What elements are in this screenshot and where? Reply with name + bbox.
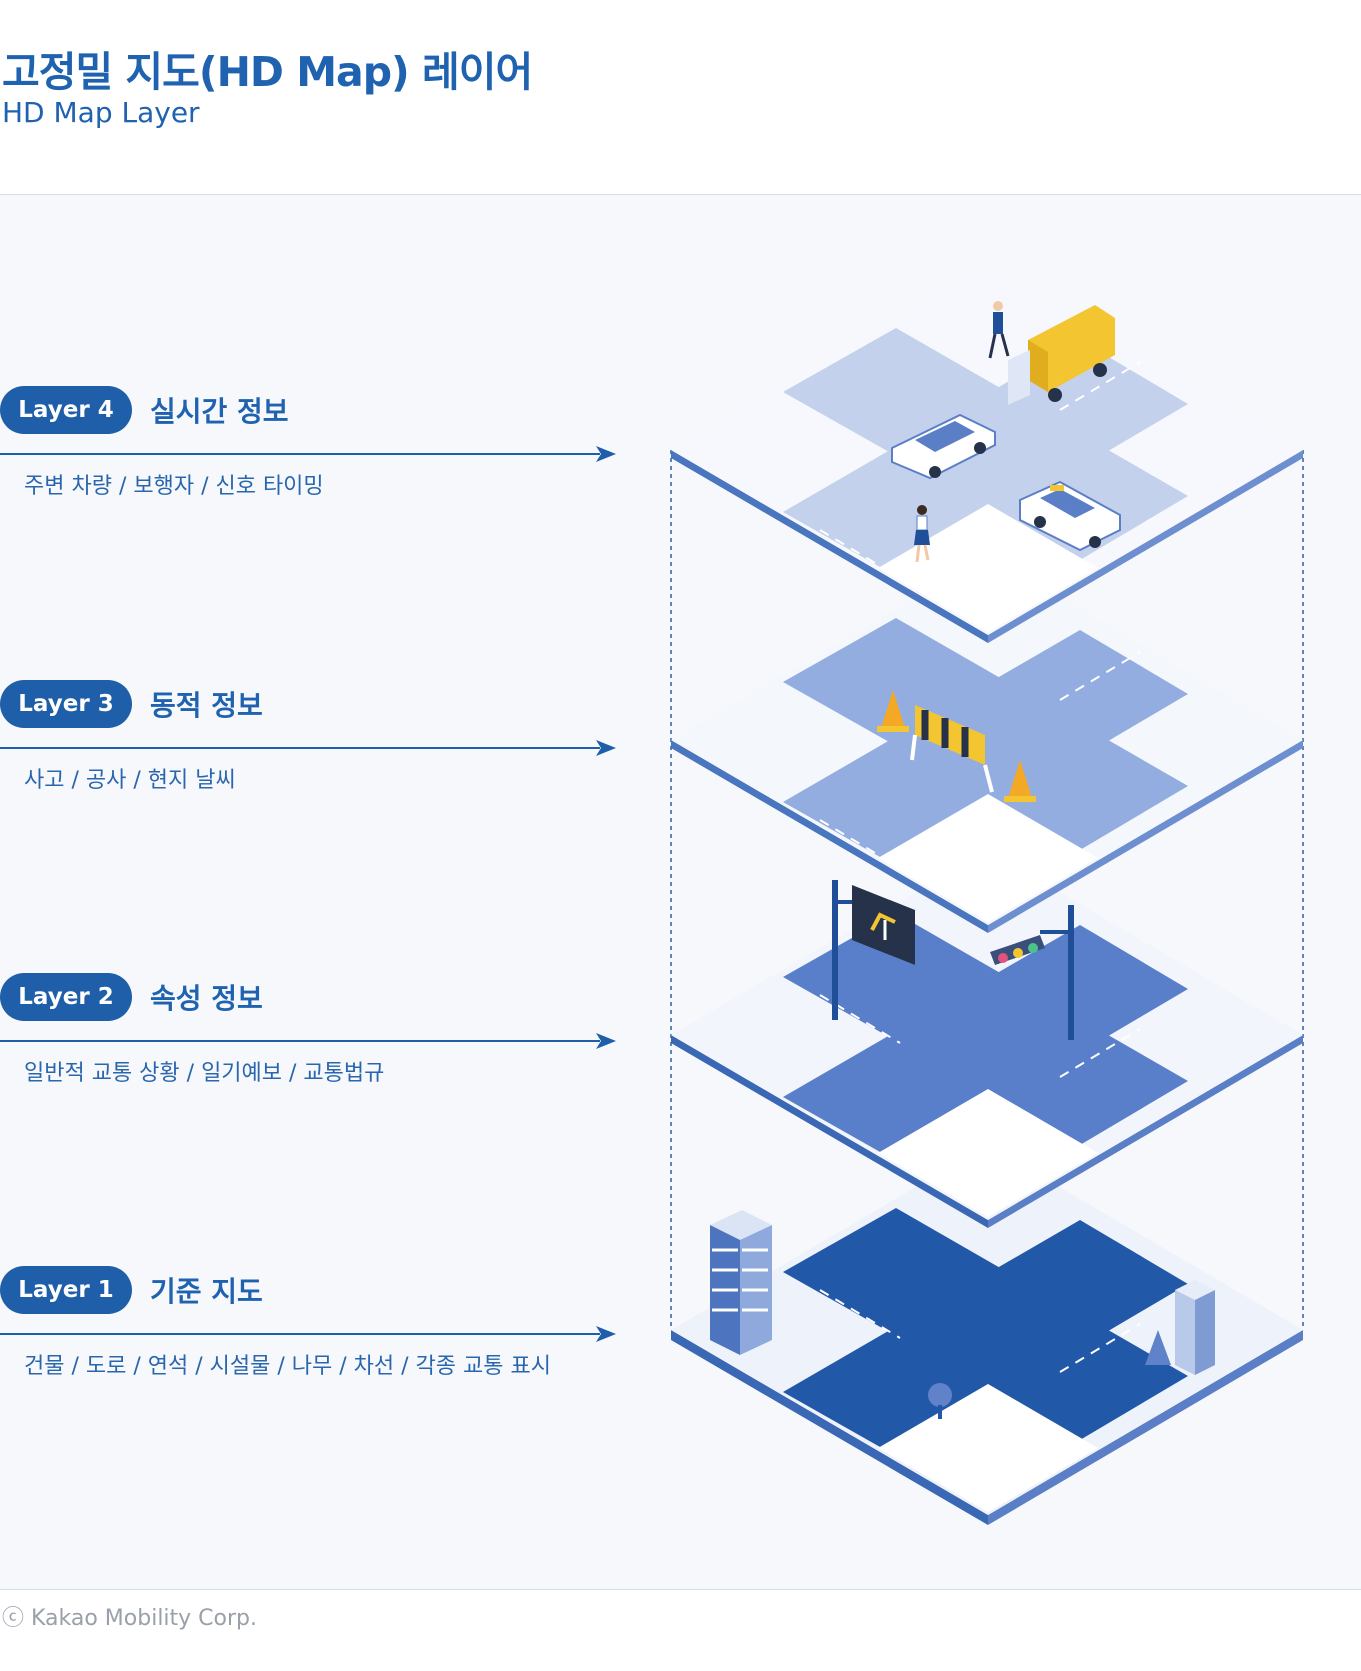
layer-stack-illustration [670,265,1304,1525]
building-icon [1175,1280,1215,1375]
layer-description: 사고 / 공사 / 현지 날씨 [24,768,236,793]
layer-1-plate [671,1145,1303,1525]
layer-badge: Layer 1 [0,1266,132,1314]
traffic-cone-icon [1004,760,1036,802]
layer-name: 기준 지도 [150,1275,263,1308]
arrow-right-icon [0,1326,616,1342]
road-ne-sw [783,925,1188,1161]
road-ne-sw [783,1220,1188,1456]
arrow-right-icon [0,740,616,756]
layer-description: 주변 차량 / 보행자 / 신호 타이밍 [24,474,324,499]
road-ne-sw [783,340,1188,576]
layer-label-4: Layer 4 실시간 정보 주변 차량 / 보행자 / 신호 타이밍 [0,386,640,506]
layer-4-plate [671,265,1303,643]
building-icon [710,1210,772,1355]
layer-3-plate [671,555,1303,933]
layer-name: 동적 정보 [150,689,263,722]
header: 고정밀 지도(HD Map) 레이어 HD Map Layer [0,0,1361,194]
road-ne-sw [783,630,1188,866]
layer-description: 건물 / 도로 / 연석 / 시설물 / 나무 / 차선 / 각종 교통 표시 [24,1354,551,1379]
arrow-right-icon [0,1033,616,1049]
tree-icon [1145,1330,1171,1377]
layer-label-1: Layer 1 기준 지도 건물 / 도로 / 연석 / 시설물 / 나무 / … [0,1266,640,1386]
layer-badge: Layer 2 [0,973,132,1021]
layer-description: 일반적 교통 상황 / 일기예보 / 교통법규 [24,1061,385,1086]
car-icon [891,413,996,480]
truck-icon [1008,305,1115,405]
traffic-light-icon [990,905,1074,1040]
layer-2-plate [671,850,1303,1228]
traffic-cone-icon [877,690,909,732]
layer-badge: Layer 4 [0,386,132,434]
barricade-icon [910,705,994,793]
layer-label-2: Layer 2 속성 정보 일반적 교통 상황 / 일기예보 / 교통법규 [0,973,640,1093]
pedestrian-icon [988,301,1010,359]
pedestrian-icon [914,505,930,563]
layer-name: 실시간 정보 [150,395,289,428]
tree-icon [928,1383,952,1419]
copyright: ⓒ Kakao Mobility Corp. [2,1606,258,1631]
page-title: 고정밀 지도(HD Map) 레이어 [2,48,533,96]
arrow-right-icon [0,446,616,462]
page-subtitle: HD Map Layer [2,96,200,129]
taxi-icon [1019,480,1121,552]
layer-name: 속성 정보 [150,982,263,1015]
layer-label-3: Layer 3 동적 정보 사고 / 공사 / 현지 날씨 [0,680,640,800]
layer-badge: Layer 3 [0,680,132,728]
road-sign-icon [832,880,915,1020]
